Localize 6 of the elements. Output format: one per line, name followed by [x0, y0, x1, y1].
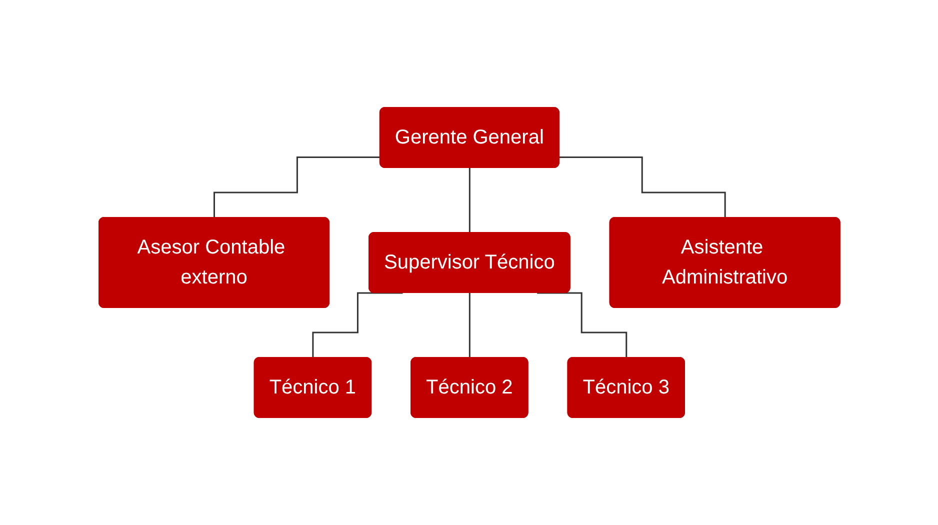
connector: [468, 167, 470, 234]
connector: [536, 292, 627, 359]
connector: [213, 156, 380, 219]
connector: [312, 292, 402, 359]
connector: [558, 156, 726, 219]
connector: [468, 292, 470, 359]
